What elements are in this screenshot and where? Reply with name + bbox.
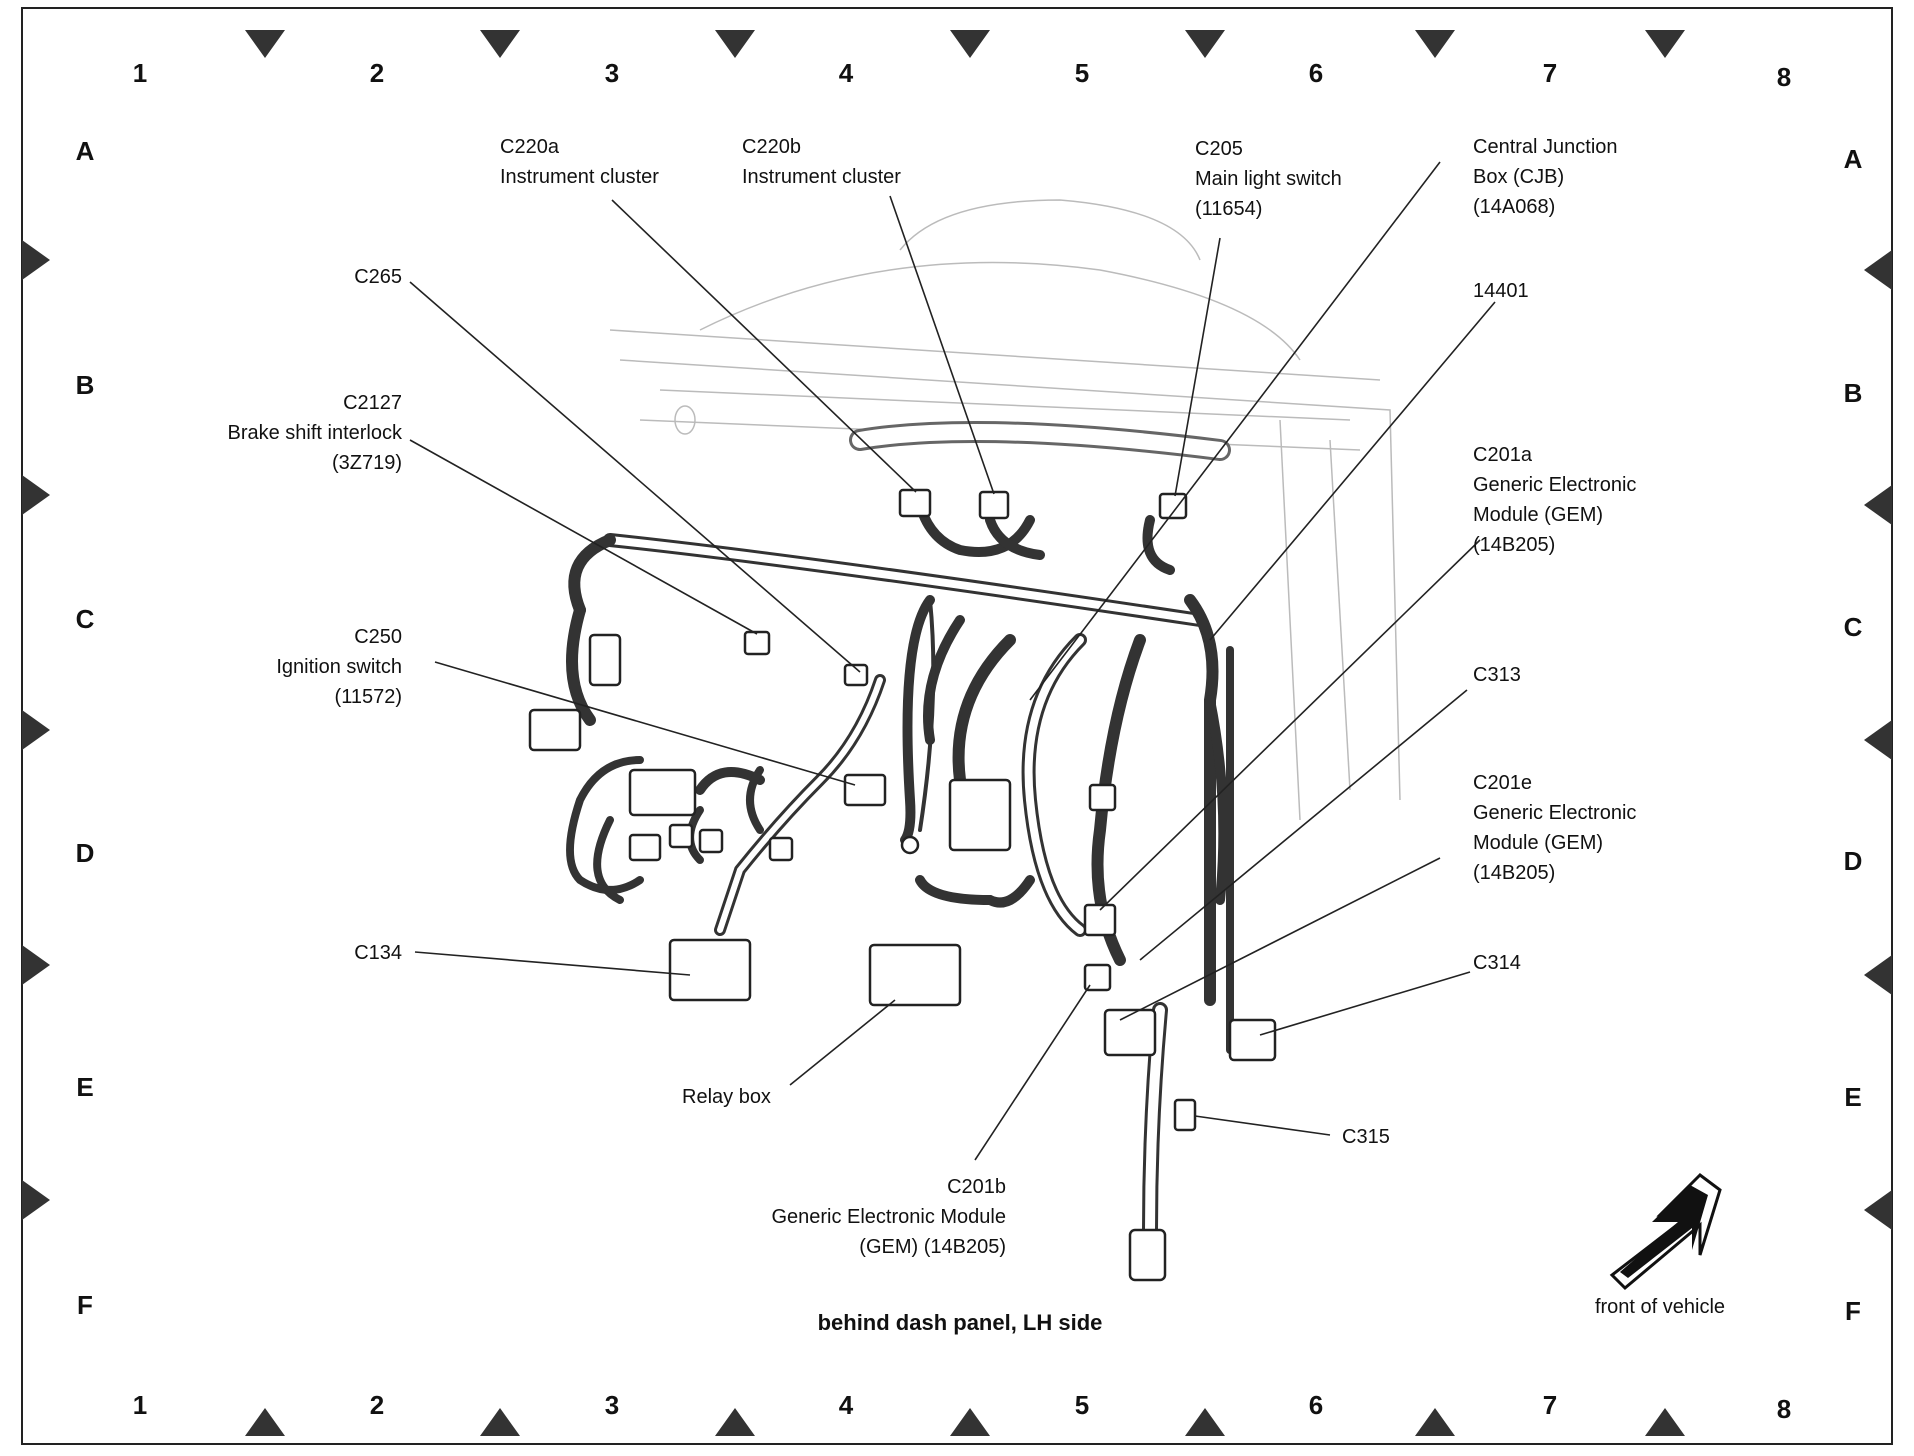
grid-col-2-top: 2 — [369, 58, 385, 88]
callout-c201a-part: (14B205) — [1473, 534, 1556, 556]
connectors — [528, 488, 1277, 1282]
callout-c220a-code: C220a — [500, 136, 559, 158]
callout-c201e: C201e Generic Electronic Module (GEM) (1… — [1473, 768, 1636, 888]
callout-c201e-line2: Module (GEM) — [1473, 832, 1604, 854]
front-of-vehicle-label: front of vehicle — [1594, 1296, 1726, 1318]
callout-cjb-part: (14A068) — [1473, 196, 1556, 218]
grid-col-6-top: 6 — [1308, 58, 1324, 88]
callout-relay-box: Relay box — [682, 1082, 771, 1112]
callout-c134: C134 — [300, 938, 402, 968]
grid-col-7-top: 7 — [1542, 58, 1558, 88]
diagram-caption: behind dash panel, LH side — [817, 1310, 1103, 1335]
grid-row-f-left: F — [77, 1290, 93, 1320]
callout-c201b-code: C201b — [947, 1176, 1006, 1198]
callout-c2127-code: C2127 — [343, 392, 402, 414]
callout-c201a-code: C201a — [1473, 444, 1532, 466]
callout-c201e-code: C201e — [1473, 772, 1532, 794]
grid-col-3-top: 3 — [604, 58, 620, 88]
grid-row-e-right: E — [1844, 1082, 1862, 1112]
grid-col-7-bottom: 7 — [1542, 1390, 1558, 1420]
callout-c250-desc: Ignition switch — [276, 656, 402, 678]
callout-c201a-line2: Module (GEM) — [1473, 504, 1604, 526]
grid-row-a-right: A — [1843, 144, 1863, 174]
callout-c250-part: (11572) — [334, 686, 402, 708]
wiring-harness — [566, 421, 1234, 1238]
callout-c201b-line1: Generic Electronic Module — [771, 1206, 1006, 1228]
callout-c313: C313 — [1473, 660, 1521, 690]
leader-lines — [409, 161, 1496, 1161]
grid-col-4-top: 4 — [838, 58, 854, 88]
callout-c205-desc: Main light switch — [1195, 168, 1342, 190]
callout-c201a: C201a Generic Electronic Module (GEM) (1… — [1473, 440, 1636, 560]
callout-c220a: C220a Instrument cluster — [500, 132, 659, 192]
callout-c201e-part: (14B205) — [1473, 862, 1556, 884]
callout-c201b-line2: (GEM) (14B205) — [859, 1236, 1006, 1258]
grid-row-c-left: C — [75, 604, 95, 634]
direction-arrow-icon — [1609, 1173, 1722, 1291]
left-grid-markers — [22, 240, 50, 1220]
top-grid-markers — [245, 30, 1685, 58]
callout-c315: C315 — [1342, 1122, 1390, 1152]
grid-row-b-right: B — [1843, 378, 1863, 408]
grid-row-a-left: A — [75, 136, 95, 166]
grid-row-c-right: C — [1843, 612, 1863, 642]
grid-row-d-right: D — [1843, 846, 1863, 876]
grid-row-d-left: D — [75, 838, 95, 868]
callout-c205-code: C205 — [1195, 138, 1243, 160]
callout-c205: C205 Main light switch (11654) — [1195, 134, 1342, 224]
callout-c313-code: C313 — [1473, 664, 1521, 686]
callout-cjb-line2: Box (CJB) — [1473, 166, 1565, 188]
grid-row-f-right: F — [1845, 1296, 1861, 1326]
callout-c250-code: C250 — [354, 626, 402, 648]
callout-c315-code: C315 — [1342, 1126, 1390, 1148]
grid-row-b-left: B — [75, 370, 95, 400]
callout-c220b: C220b Instrument cluster — [742, 132, 901, 192]
callout-c205-part: (11654) — [1195, 198, 1263, 220]
callout-c220a-desc: Instrument cluster — [500, 166, 659, 188]
grid-col-5-top: 5 — [1074, 58, 1090, 88]
grid-col-8-bottom: 8 — [1776, 1394, 1792, 1424]
grid-col-1-bottom: 1 — [132, 1390, 148, 1420]
grid-col-1-top: 1 — [132, 58, 148, 88]
right-grid-markers — [1864, 250, 1892, 1230]
callout-c220b-desc: Instrument cluster — [742, 166, 901, 188]
grid-row-e-left: E — [76, 1072, 94, 1102]
callout-c250: C250 Ignition switch (11572) — [200, 622, 402, 712]
callout-cjb: Central Junction Box (CJB) (14A068) — [1473, 132, 1618, 222]
grid-col-6-bottom: 6 — [1308, 1390, 1324, 1420]
callout-c201b: C201b Generic Electronic Module (GEM) (1… — [700, 1172, 1006, 1262]
callout-14401: 14401 — [1473, 276, 1529, 306]
callout-relay-box-desc: Relay box — [682, 1086, 771, 1108]
callout-c201a-line1: Generic Electronic — [1473, 474, 1637, 496]
bottom-grid-markers — [245, 1408, 1685, 1436]
grid-col-5-bottom: 5 — [1074, 1390, 1090, 1420]
callout-c265-code: C265 — [354, 266, 402, 288]
callout-c134-code: C134 — [354, 942, 402, 964]
grid-col-2-bottom: 2 — [369, 1390, 385, 1420]
callout-c2127-part: (3Z719) — [331, 452, 402, 474]
callout-cjb-line1: Central Junction — [1473, 136, 1618, 158]
callout-c2127: C2127 Brake shift interlock (3Z719) — [180, 388, 402, 478]
grid-col-3-bottom: 3 — [604, 1390, 620, 1420]
grid-col-4-bottom: 4 — [838, 1390, 854, 1420]
callout-c314: C314 — [1473, 948, 1521, 978]
callout-c220b-code: C220b — [742, 136, 801, 158]
callout-14401-code: 14401 — [1473, 280, 1529, 302]
grid-col-8-top: 8 — [1776, 62, 1792, 92]
callout-c201e-line1: Generic Electronic — [1473, 802, 1637, 824]
callout-c314-code: C314 — [1473, 952, 1521, 974]
callout-c2127-desc: Brake shift interlock — [227, 422, 402, 444]
callout-c265: C265 — [300, 262, 402, 292]
